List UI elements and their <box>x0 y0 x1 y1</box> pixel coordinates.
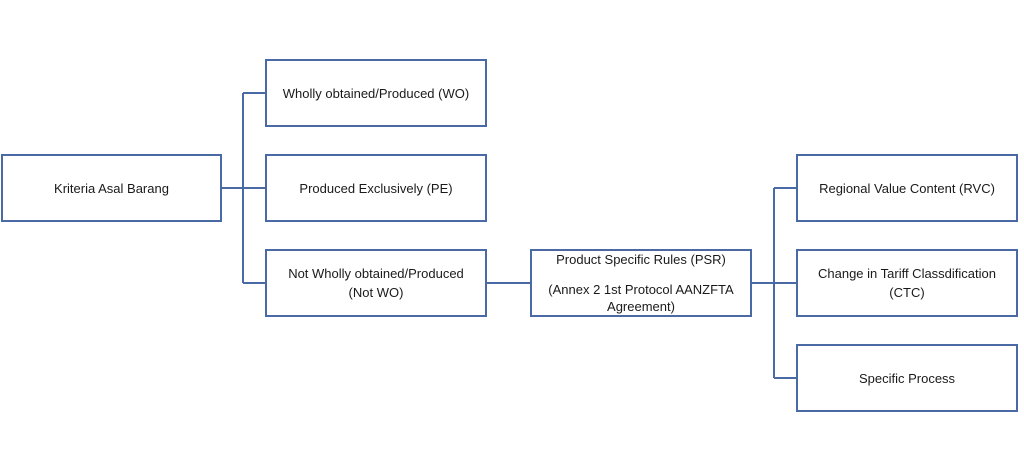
node-label: Kriteria Asal Barang <box>54 180 169 196</box>
node-label: Wholly obtained/Produced (WO) <box>282 85 470 101</box>
node-change-in-tariff-classification: Change in Tariff Classdification (CTC) <box>796 249 1018 317</box>
node-kriteria-asal-barang: Kriteria Asal Barang <box>1 154 222 222</box>
node-regional-value-content: Regional Value Content (RVC) <box>796 154 1018 222</box>
node-label-line2: (Annex 2 1st Protocol AANZFTA <box>548 282 734 297</box>
node-product-specific-rules: Product Specific Rules (PSR) (Annex 2 1s… <box>530 249 752 317</box>
node-label: Change in Tariff Classdification (CTC) <box>817 266 996 300</box>
node-specific-process: Specific Process <box>796 344 1018 412</box>
node-label: Regional Value Content (RVC) <box>819 180 995 196</box>
node-label-line1: Not Wholly obtained/Produced <box>288 266 464 281</box>
node-label-line2: (Not WO) <box>348 285 404 300</box>
node-label: Specific Process <box>858 370 956 386</box>
node-label: Produced Exclusively (PE) <box>299 180 453 196</box>
node-produced-exclusively: Produced Exclusively (PE) <box>265 154 487 222</box>
node-label-line1: Product Specific Rules (PSR) <box>556 252 726 267</box>
node-label-line3: Agreement) <box>607 299 675 314</box>
node-wholly-obtained: Wholly obtained/Produced (WO) <box>265 59 487 127</box>
node-not-wholly-obtained: Not Wholly obtained/Produced (Not WO) <box>265 249 487 317</box>
